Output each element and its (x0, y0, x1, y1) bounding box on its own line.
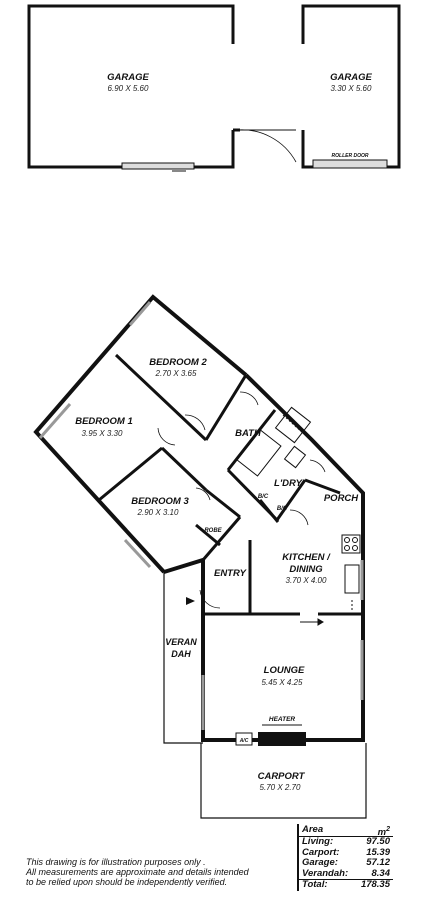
carport-label: CARPORT (258, 771, 306, 782)
bic2-label: B/C (277, 506, 288, 512)
disclaimer: This drawing is for illustration purpose… (26, 857, 296, 887)
heater (258, 732, 306, 746)
verandah-label-line2: DAH (171, 649, 191, 659)
entry-arrow-icon (186, 597, 195, 605)
bic1-label: B/C (258, 494, 269, 500)
bedroom3-label: BEDROOM 3 (131, 496, 189, 507)
bedroom3-dims: 2.90 X 3.10 (137, 508, 179, 517)
kitchen-label-line2: DINING (289, 564, 323, 575)
garage1-dims: 6.90 X 5.60 (108, 84, 149, 93)
robe-label: ROBE (204, 528, 222, 534)
kitchen-label-line1: KITCHEN / (282, 552, 331, 563)
area-table: Area m2 Living: 97.50 Carport: 15.39 Gar… (297, 824, 393, 891)
garage2-label: GARAGE (330, 72, 372, 83)
lounge-dims: 5.45 X 4.25 (262, 678, 303, 687)
roller-door-label: ROLLER DOOR (332, 153, 369, 159)
area-unit: m2 (377, 826, 390, 839)
ac-label: A/C (239, 738, 249, 744)
kitchen-appliances (341, 534, 361, 612)
slide-door-arrow-icon (300, 618, 324, 626)
area-header-label: Area (302, 824, 324, 835)
area-row-carport: Carport: 15.39 (302, 846, 390, 858)
laundry-label: L'DRY (274, 478, 304, 489)
bath-fixtures (236, 406, 312, 477)
disclaimer-line: All measurements are approximate and det… (26, 867, 249, 877)
bedroom2-label: BEDROOM 2 (149, 357, 207, 368)
area-table-header: Area m2 (299, 824, 393, 839)
heater-label: HEATER (269, 716, 296, 723)
internal-walls (98, 353, 363, 616)
area-row-verandah: Verandah: 8.34 (302, 867, 390, 879)
porch-label: PORCH (324, 493, 359, 504)
bedroom1-dims: 3.95 X 3.30 (82, 429, 123, 438)
disclaimer-line: This drawing is for illustration purpose… (26, 857, 206, 867)
carport-outline (200, 743, 367, 819)
kitchen-dims: 3.70 X 4.00 (286, 576, 327, 585)
bedroom2-dims: 2.70 X 3.65 (155, 369, 197, 378)
door-swings (157, 391, 326, 609)
entry-label: ENTRY (214, 568, 248, 579)
bedroom1-label: BEDROOM 1 (75, 416, 133, 427)
verandah-label-line1: VERAN (165, 637, 197, 647)
garage2-dims: 3.30 X 5.60 (331, 84, 372, 93)
garage-block (27, 4, 401, 172)
bath-label: BATH (235, 428, 262, 439)
area-row-living: Living: 97.50 (302, 836, 390, 847)
ac-unit (235, 732, 253, 746)
lounge-label: LOUNGE (264, 665, 305, 676)
windows (38, 301, 364, 730)
area-row-total: Total: 178.35 (299, 879, 393, 891)
garage1-label: GARAGE (107, 72, 149, 83)
area-row-garage: Garage: 57.12 (302, 857, 390, 868)
carport-dims: 5.70 X 2.70 (260, 783, 301, 792)
disclaimer-line: to be relied upon should be independentl… (26, 877, 228, 887)
